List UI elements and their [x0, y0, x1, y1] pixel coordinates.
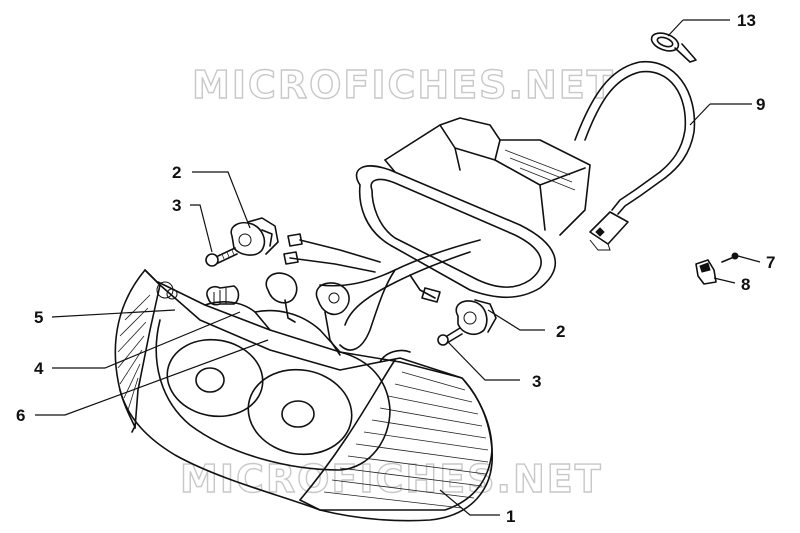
clip-nut [695, 259, 717, 285]
callout-2-upper: 2 [172, 163, 181, 182]
screw-small [721, 252, 739, 263]
watermark-bottom: MICROFICHES.NET [180, 457, 603, 501]
wire-harness [289, 61, 696, 351]
bulb-holder-center-left [265, 272, 298, 323]
headlight-lens [114, 269, 493, 522]
callout-6: 6 [16, 406, 25, 425]
callout-2-lower: 2 [556, 322, 565, 341]
callout-13: 13 [737, 11, 756, 30]
callout-3-upper: 3 [172, 196, 181, 215]
callout-5: 5 [34, 308, 43, 327]
screw-lower [437, 327, 463, 346]
watermark-top: MICROFICHES.NET [192, 63, 615, 107]
callout-3-lower: 3 [532, 372, 541, 391]
bulb-socket-lower [455, 299, 497, 336]
callout-8: 8 [741, 275, 750, 294]
headlight-housing [355, 117, 591, 299]
callout-labels: 13 9 2 3 7 8 5 2 4 3 6 1 [16, 11, 775, 526]
callout-7: 7 [766, 253, 775, 272]
callout-1: 1 [506, 507, 515, 526]
wire-terminals [283, 233, 441, 303]
bulb-socket-upper [230, 217, 279, 256]
leader-lines [35, 19, 761, 516]
screw-upper [205, 247, 238, 267]
callout-9: 9 [756, 95, 765, 114]
callout-4: 4 [34, 359, 44, 378]
cable-clip [650, 32, 697, 63]
